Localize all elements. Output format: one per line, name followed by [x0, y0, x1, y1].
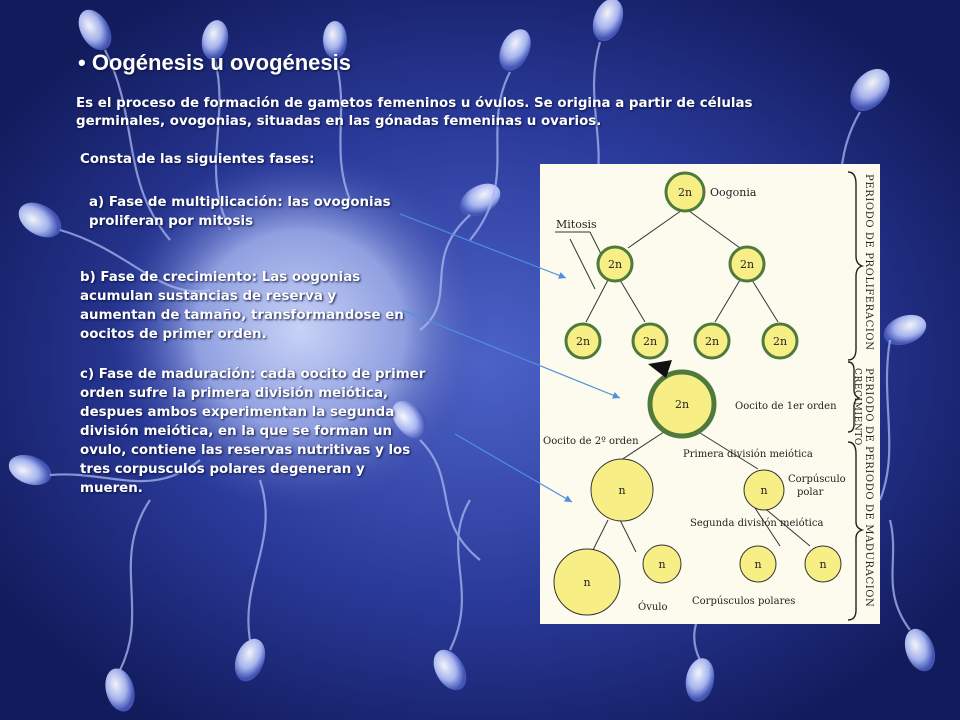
cell-label: n	[760, 484, 767, 497]
period-labels: PERIODO DE PROLIFERACION PERIODO DE CREC…	[852, 174, 874, 607]
intro-paragraph: Es el proceso de formación de gametos fe…	[76, 96, 753, 129]
cell-label: 2n	[678, 186, 692, 199]
cell-label: 2n	[773, 335, 787, 348]
period-crecimiento-2: CRECIMIENTO	[852, 368, 862, 446]
cell-label: n	[754, 558, 761, 571]
period-maduracion: PERIODO DE MADURACION	[863, 446, 874, 607]
cell-label: 2n	[608, 258, 622, 271]
cell-label: 2n	[643, 335, 657, 348]
cell-label: 2n	[705, 335, 719, 348]
cell-label: n	[583, 576, 590, 589]
label-mitosis: Mitosis	[556, 218, 597, 231]
period-proliferacion: PERIODO DE PROLIFERACION	[863, 174, 874, 351]
label-oogonia: Oogonia	[710, 186, 757, 199]
cell-label: 2n	[675, 398, 689, 411]
label-ovulo: Óvulo	[638, 601, 668, 613]
label-polar: polar	[797, 487, 824, 498]
period-braces	[847, 171, 865, 621]
meiosis-cells	[553, 458, 842, 616]
label-oocito-primary: Oocito de 1er orden	[735, 401, 837, 412]
slide-title: • Oogénesis u ovogénesis	[78, 50, 352, 75]
cell-label: n	[819, 558, 826, 571]
cell-label: 2n	[740, 258, 754, 271]
label-oocito-secondary: Oocito de 2º orden	[543, 436, 639, 447]
label-segunda-division: Segunda división meiótica	[690, 518, 823, 529]
label-primera-division: Primera división meiótica	[683, 449, 813, 460]
label-corpusculo: Corpúsculo	[788, 474, 846, 485]
oocyte-primary-cell	[647, 369, 717, 439]
cell-label: n	[658, 558, 665, 571]
phase-b-text: b) Fase de crecimiento: Las oogonias acu…	[80, 270, 404, 342]
diagram-labels: Oogonia Mitosis Oocito de 1er orden Ooci…	[543, 186, 846, 613]
phases-heading: Consta de las siguientes fases:	[80, 152, 315, 167]
cell-label: 2n	[576, 335, 590, 348]
arrow-head-icon	[648, 360, 672, 378]
phase-c-text: c) Fase de maduración: cada oocito de pr…	[80, 367, 426, 496]
oogenesis-diagram: 2n 2n 2n 2n 2n 2n 2n 2n n n n n n n Oogo…	[540, 164, 880, 624]
phase-a-text: a) Fase de multiplicación: las ovogonias…	[89, 195, 391, 229]
label-corpusculos-polares: Corpúsculos polares	[692, 596, 795, 607]
oogonia-cells	[564, 171, 799, 360]
period-crecimiento-1: PERIODO DE	[863, 368, 874, 442]
sperm-heads	[8, 0, 936, 712]
cell-label: n	[618, 484, 625, 497]
